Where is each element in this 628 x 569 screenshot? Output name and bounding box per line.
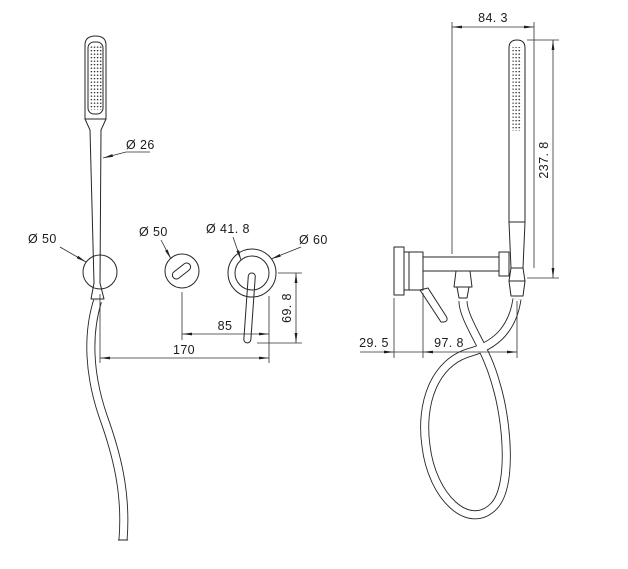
label-trim-inner-diameter: Ø 41. 8 [206, 222, 250, 236]
holder-bracket-side [422, 251, 510, 277]
hose-outlet-side [453, 270, 473, 299]
spray-holes-front [89, 46, 102, 110]
front-leaders [59, 151, 302, 263]
dim-valve-depth: 29. 5 [359, 336, 389, 350]
valve-lever-front [243, 272, 256, 344]
knob-escutcheon [164, 253, 200, 289]
bracket-arm [422, 256, 500, 272]
label-knob-diameter: Ø 50 [139, 225, 168, 239]
front-dimensions [99, 272, 302, 363]
spray-face-outline [87, 41, 104, 115]
valve-body-side [403, 251, 424, 291]
leader-knob-diameter [160, 239, 172, 260]
valve-flange [227, 248, 277, 298]
leader-trim-outer-diameter [270, 246, 302, 260]
shower-hose-side [420, 298, 522, 520]
dim-overall-span: 170 [173, 343, 195, 357]
hand-shower-front [84, 35, 107, 300]
hose-side-inner [421, 298, 521, 519]
hand-shower-side [508, 39, 526, 297]
shower-holder-ring [82, 254, 118, 290]
leader-trim-inner-diameter [232, 236, 242, 261]
holder-escutcheon [82, 254, 118, 290]
front-view: Ø 26 Ø 50 Ø 50 Ø 41. 8 Ø 60 85 170 69. 8 [28, 35, 328, 541]
label-holder-diameter: Ø 50 [28, 232, 57, 246]
dim-lever-drop: 69. 8 [280, 293, 294, 323]
knob-lever-front [171, 262, 192, 280]
dim-wall-to-shower: 97. 8 [434, 336, 464, 350]
dim-knob-to-valve: 85 [218, 319, 233, 333]
hose-nut-front [90, 282, 105, 300]
wand-side-outline [508, 39, 526, 269]
diverter-knob [164, 253, 200, 289]
shower-hose-front [86, 299, 129, 541]
wall-plate-side [393, 246, 424, 296]
label-handle-diameter: Ø 26 [126, 138, 155, 152]
wall-plate-edge [393, 246, 405, 296]
hose-front-inner [87, 299, 128, 541]
side-dimensions [360, 22, 559, 358]
valve-lever-side [419, 287, 448, 323]
mixer-valve-front [227, 248, 277, 344]
lever-side-outline [419, 287, 448, 323]
shower-head-outline [84, 35, 107, 120]
valve-trim [234, 255, 270, 291]
side-view: 84. 3 237. 8 29. 5 97. 8 [359, 11, 559, 520]
label-trim-outer-diameter: Ø 60 [299, 233, 328, 247]
dim-holder-projection: 84. 3 [478, 11, 508, 25]
leader-holder-diameter [59, 246, 87, 263]
spray-holes-side [512, 47, 522, 131]
hose-nut-side [508, 267, 526, 297]
shower-handle-outline [84, 118, 107, 284]
dim-hand-shower-length: 237. 8 [537, 141, 551, 178]
holder-clamp [498, 251, 510, 277]
leader-handle-diameter [102, 151, 150, 159]
outlet-nut [453, 270, 473, 299]
